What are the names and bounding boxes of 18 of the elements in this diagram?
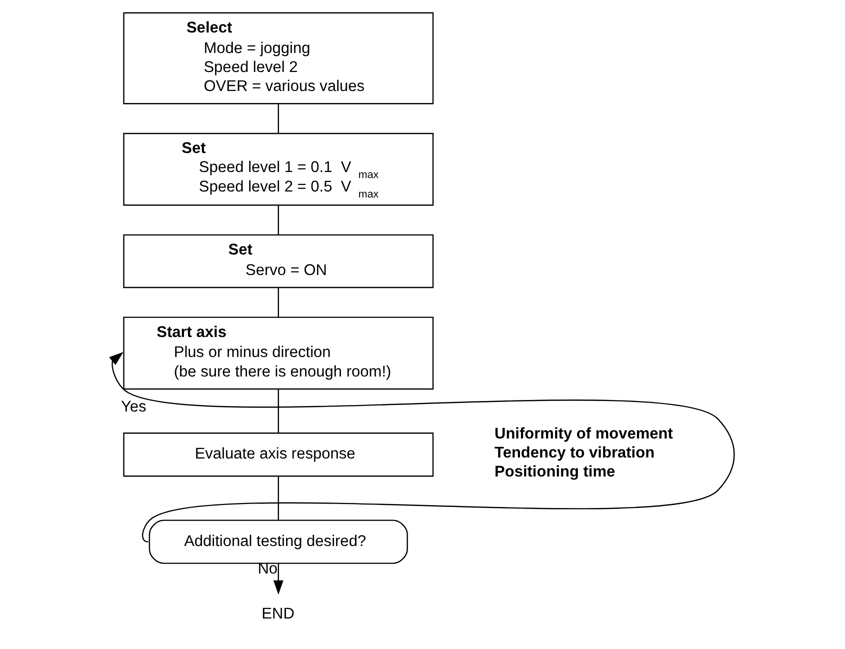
connector <box>277 104 278 134</box>
arrow <box>272 563 283 595</box>
node-box: Evaluate axis response <box>122 432 434 477</box>
connector <box>277 288 278 318</box>
connector <box>277 476 278 520</box>
edge-label: Yes <box>120 398 146 416</box>
connector <box>277 389 278 434</box>
node-label: Tendency to vibration <box>494 444 654 462</box>
node-text: END <box>261 606 294 623</box>
node-box: Additional testing desired? <box>148 520 408 564</box>
node-box: Set Speed level 1 = 0.1 V$_{max}$ Speed level 2 = 0.5 V$_{max}$ <box>122 132 434 206</box>
node-label: Positioning time <box>494 464 615 481</box>
node-box: Set Servo = ON <box>122 234 434 288</box>
arrow <box>108 352 734 542</box>
node-label: Uniformity of movement <box>494 425 672 442</box>
connector <box>277 205 278 235</box>
node-box: Select Mode = jogging Speed level 2 OVER = various values <box>122 12 434 104</box>
node-box: Start axis Plus or minus direction (be sure there is enough room!) <box>122 316 434 390</box>
